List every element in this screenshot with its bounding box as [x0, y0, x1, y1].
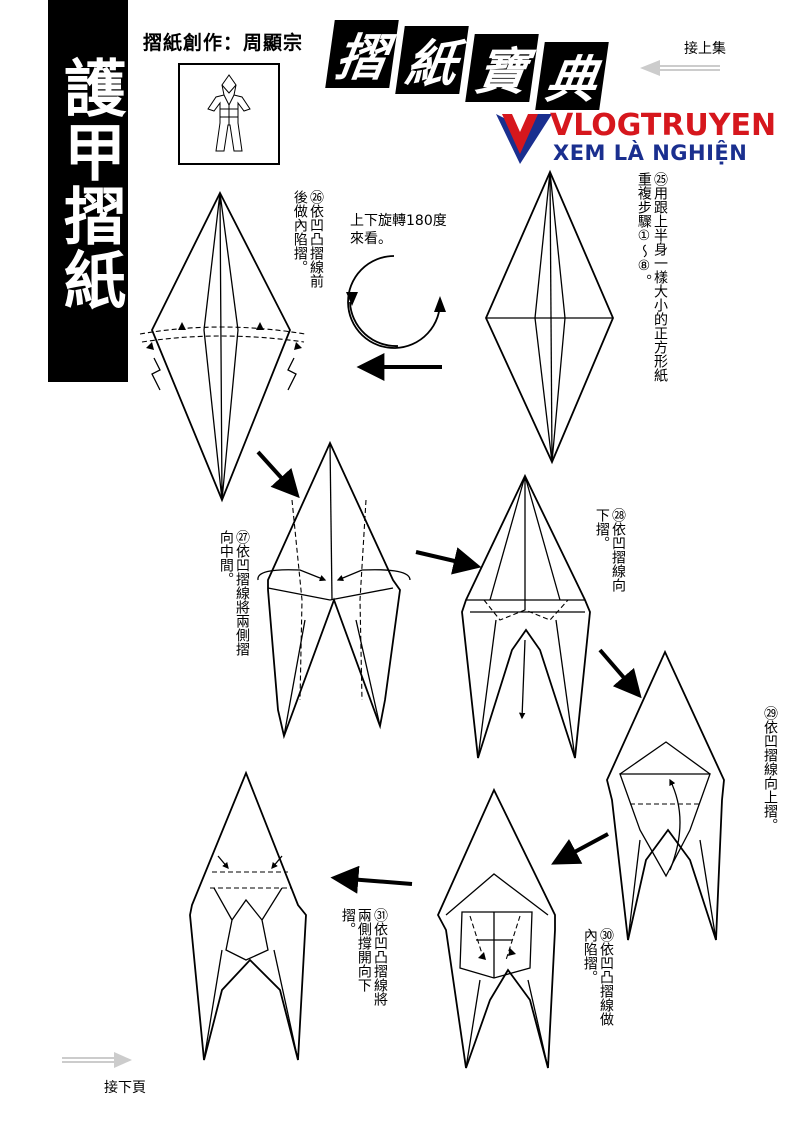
side-title: 護甲摺紙: [53, 56, 126, 312]
rotate-circle-icon: [346, 255, 446, 349]
diagram-step-31: [189, 770, 307, 1061]
prev-page-label: 接上集: [684, 41, 726, 57]
step-30-text: ㉚依凹凸摺線做內陷摺。: [581, 928, 614, 1026]
step-25-text: ㉕用跟上半身一樣大小的正方形紙重複步驟①～⑧。: [635, 172, 668, 382]
step-28-text: ㉘依凹摺線向下摺。: [593, 508, 626, 592]
diagram-step-29: [606, 649, 725, 941]
watermark-top-text: VLOGTRUYEN: [550, 108, 777, 143]
step-26-text: ㉖依凹凸摺線前後做內陷摺。: [291, 190, 324, 288]
step-31-text: ㉛依凹凸摺線將兩側撐開向下摺。: [339, 908, 388, 1006]
diagram-step-28: [461, 473, 591, 759]
next-page-label: 接下頁: [104, 1080, 146, 1096]
flow-arrow-icon: [256, 450, 300, 499]
flow-arrow-icon: [598, 648, 642, 699]
thumbnail-figure: [178, 63, 280, 165]
rotate-note: 上下旋轉180度來看。: [350, 213, 447, 247]
step-29-text: ㉙依凹摺線向上摺。: [762, 706, 778, 832]
watermark-logo-icon: [496, 114, 552, 164]
flow-arrow-icon: [551, 832, 609, 865]
diagram-step-26: [139, 190, 306, 503]
step-27-text: ㉗依凹摺線將兩側摺向中間。: [217, 530, 250, 656]
diagram-step-30: [436, 787, 556, 1069]
side-title-bar: [48, 0, 128, 382]
diagram-step-27: [257, 440, 411, 740]
armor-figure-icon: [207, 74, 251, 152]
author-credit: 摺紙創作：周顯宗: [143, 32, 304, 54]
watermark-bottom-text: XEM LÀ NGHIỆN: [553, 141, 748, 165]
next-page-arrow-icon: [62, 1052, 132, 1068]
diagram-step-25: [485, 169, 614, 465]
flow-arrow-icon: [415, 547, 482, 575]
flow-arrow-icon: [330, 865, 413, 894]
prev-page-arrow-icon: [640, 60, 720, 76]
